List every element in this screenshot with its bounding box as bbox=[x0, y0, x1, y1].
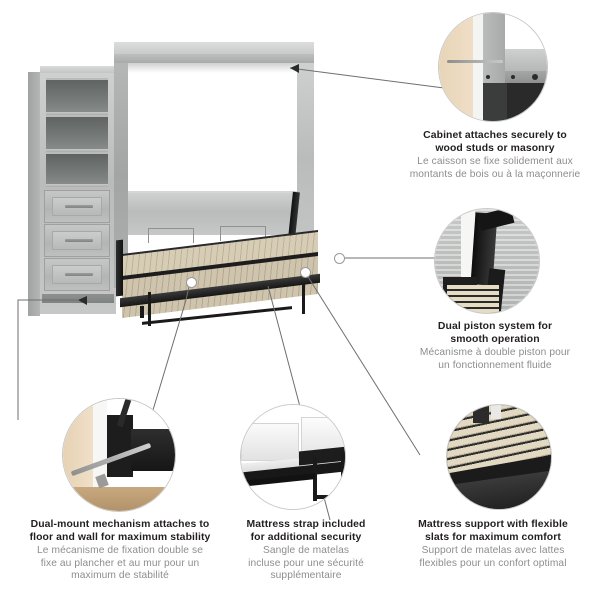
cabinet-shelf bbox=[505, 49, 547, 71]
tower-side-panel bbox=[28, 72, 40, 316]
caption-dual-piston: Dual piston system for smooth operation … bbox=[392, 321, 598, 372]
caption-en-cabinet-attaches: Cabinet attaches securely to wood studs … bbox=[423, 130, 567, 154]
drywall-edge bbox=[473, 13, 483, 121]
tower-drawer-2[interactable] bbox=[44, 224, 110, 257]
anchor-screw-icon bbox=[447, 60, 503, 63]
strap-hook bbox=[140, 306, 144, 318]
caption-en-mattress-strap: Mattress strap included for additional s… bbox=[246, 519, 366, 543]
marker-dot-strap bbox=[186, 277, 197, 288]
tower-shelf-edge-2 bbox=[46, 149, 108, 152]
tower-shelf-3 bbox=[46, 152, 108, 186]
bed-platform bbox=[114, 228, 328, 328]
callout-photo-flexible-slats bbox=[446, 404, 552, 510]
caption-en-dual-mount: Dual-mount mechanism attaches to floor a… bbox=[29, 519, 211, 543]
callout-photo-dual-mount bbox=[62, 398, 176, 512]
caption-mattress-support: Mattress support with flexible slats for… bbox=[389, 519, 597, 570]
bed-rail-left bbox=[116, 239, 123, 297]
tower-drawer-3[interactable] bbox=[44, 258, 110, 291]
cabinet-inner-shadow bbox=[483, 83, 507, 121]
drawer-handle-icon bbox=[65, 273, 93, 276]
caption-fr-dual-mount: Le mécanisme de fixation double se fixe … bbox=[37, 545, 203, 582]
cabinet-left-panel bbox=[114, 63, 128, 288]
cabinet-right-panel bbox=[297, 63, 314, 273]
caption-en-mattress-support: Mattress support with flexible slats for… bbox=[418, 519, 568, 543]
screw-head-3-icon bbox=[532, 74, 538, 80]
tower-shelf-2 bbox=[46, 115, 108, 151]
drawer-handle-icon bbox=[65, 239, 93, 242]
headboard-bracket-right bbox=[220, 226, 266, 241]
caption-cabinet-attaches: Cabinet attaches securely to wood studs … bbox=[390, 130, 600, 181]
caption-fr-dual-piston: Mécanisme à double piston pour un foncti… bbox=[419, 347, 571, 371]
wood-floor bbox=[63, 487, 175, 511]
callout-photo-cabinet-attaches bbox=[438, 12, 548, 122]
strap-post-right bbox=[341, 451, 345, 493]
cabinet-top-surface bbox=[114, 42, 314, 54]
caption-fr-mattress-support: Support de matelas avec lattes flexibles… bbox=[419, 545, 567, 569]
bed-leg-left bbox=[148, 292, 151, 326]
caption-fr-cabinet-attaches: Le caisson se fixe solidement aux montan… bbox=[409, 156, 581, 180]
headboard-bracket-left bbox=[148, 228, 194, 243]
tower-drawer-1[interactable] bbox=[44, 190, 110, 223]
tower-shelf-edge-1 bbox=[46, 112, 108, 115]
product-illustration bbox=[18, 42, 328, 342]
tower-body bbox=[40, 66, 116, 314]
mattress-block-left bbox=[241, 423, 299, 461]
frame-post bbox=[473, 405, 489, 423]
headboard-top-edge bbox=[128, 191, 297, 194]
caption-fr-mattress-strap: Sangle de matelas incluse pour une sécur… bbox=[248, 545, 364, 582]
callout-photo-dual-piston bbox=[434, 208, 540, 314]
caption-dual-mount: Dual-mount mechanism attaches to floor a… bbox=[6, 519, 234, 583]
caption-mattress-strap: Mattress strap included for additional s… bbox=[230, 519, 382, 583]
tower-shelf-1 bbox=[46, 78, 108, 114]
bed-leg-right bbox=[302, 284, 305, 314]
bed-cabinet bbox=[114, 42, 314, 310]
cabinet-cavity bbox=[505, 83, 547, 121]
wood-stud bbox=[439, 13, 473, 121]
screw-head-2-icon bbox=[511, 75, 515, 79]
callout-photo-mattress-strap bbox=[240, 404, 346, 510]
strap-foot-bar bbox=[313, 495, 345, 499]
caption-en-dual-piston: Dual piston system for smooth operation bbox=[437, 321, 553, 345]
strap-post-left bbox=[313, 457, 317, 501]
marker-dot-slats bbox=[300, 267, 311, 278]
cabinet-interior bbox=[128, 63, 297, 193]
drawer-handle-icon bbox=[65, 205, 93, 208]
tower-top-panel bbox=[40, 66, 116, 73]
marker-dot-piston bbox=[334, 253, 345, 264]
background-gap bbox=[491, 405, 501, 419]
cabinet-top-front-edge bbox=[114, 54, 314, 63]
slats-in-piston-photo bbox=[447, 285, 499, 313]
screw-head-1-icon bbox=[486, 75, 490, 79]
cabinet-interior-shadow bbox=[128, 63, 297, 73]
tower-base bbox=[42, 294, 114, 303]
tower-shelf-edge-3 bbox=[46, 184, 108, 187]
storage-tower bbox=[28, 66, 116, 316]
